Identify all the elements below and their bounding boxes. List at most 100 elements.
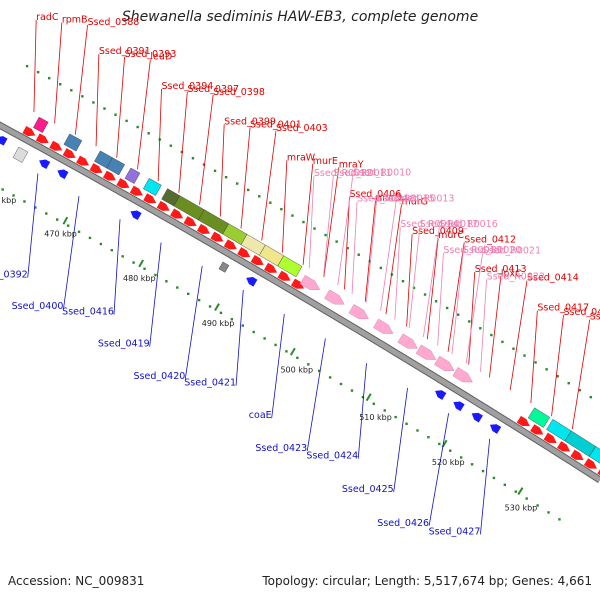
tick-dot [269,201,272,204]
callout-label: Ssed_0426 [377,518,429,529]
cds-reverse-arrow [39,159,51,169]
callout-line [261,130,277,241]
cds-reverse-arrow [453,401,465,412]
gene-block [218,261,230,273]
tick-dot [313,227,316,230]
gene-block [106,157,125,176]
tick-dot [339,382,343,386]
callout-label: Ssed_R0016 [439,219,497,230]
cds-reverse-arrow [0,136,8,146]
tick-dot [103,107,106,110]
tick-dot [291,214,294,217]
tick-dot [324,233,327,237]
tick-dot [394,415,397,419]
rrna-features [299,275,473,383]
callout-label: Ssed_R0015 [377,193,435,204]
rrna-arrow [397,333,418,349]
tick-dot [1,188,4,191]
callout-line [33,19,37,113]
tick-dot [449,449,452,452]
callout-label: Ssed_0428 [590,312,600,323]
tick-dot [372,402,376,405]
rrna-labels: Ssed_R0012Ssed_R0011Ssed_R0010Ssed_R0018… [308,168,545,372]
tick-dot [514,490,517,493]
cds-reverse-arrow [130,210,142,221]
tick-dot [423,293,427,296]
callout-label: Ssed_R0017 [420,219,478,230]
callout-label: Ssed_R0018 [357,193,415,204]
cds-forward-arrow [35,133,49,144]
callout-label: Ssed_0403 [276,123,328,134]
cds-forward-arrow [49,140,63,151]
cds-forward-arrow [76,155,90,166]
tick-dot [154,273,157,277]
callout-line [509,280,528,391]
tick-dot [59,83,62,86]
cds-forward-arrow [516,415,530,427]
tick-dot [328,376,332,379]
tick-dot [45,212,48,215]
callout-line [337,175,354,286]
tick-dot [445,306,449,310]
tick-dot [114,113,117,116]
forward-features [22,116,600,476]
tick-label: 500 kbp [280,366,313,375]
tick-dot [307,363,310,366]
tick-dot [346,246,349,250]
tick-label: 460 kbp [0,196,16,205]
cds-forward-arrow [156,200,170,211]
callout-label: mraW [287,152,316,163]
tick-dot [235,182,239,185]
callout-line [178,91,188,193]
map-title: Shewanella sediminis HAW-EB3, complete g… [121,9,479,25]
cds-reverse-arrow [57,169,69,180]
callout-line [240,127,251,229]
tick-dot [405,422,408,425]
callout-line [95,54,100,147]
callout-line [137,59,151,170]
callout-label: Ssed_R0019 [443,245,501,256]
rrna-arrow [373,318,394,334]
tick-dot [459,456,463,459]
callout-line [365,201,377,303]
cds-forward-arrow [183,216,197,227]
callout-label: Ssed_0425 [342,484,394,495]
callout-line [489,276,502,378]
cds-forward-arrow [102,170,116,181]
tick-dot [296,356,299,360]
callout-label: Ssed_0399 [224,116,276,127]
gene-block [527,407,551,428]
backbone [0,122,600,483]
tick-dot [121,255,124,258]
cds-reverse-arrow [435,390,447,400]
callout-label: Ssed_0413 [475,264,527,275]
cds-reverse-arrow [246,277,258,287]
cds-forward-arrow [129,185,143,196]
cds-forward-arrow [530,424,544,435]
callout-label: Ssed_0388 [88,17,140,28]
tick-dot [536,504,539,507]
tick-dot [88,236,92,240]
rrna-arrow [348,304,369,320]
callout-line [480,279,488,372]
callout-line [306,338,326,452]
callout-line [74,25,88,135]
callout-label: leuD [150,52,172,63]
callout-line [480,438,491,535]
callout-label: Ssed_R0013 [396,193,454,204]
tick-dot [368,260,371,263]
callout-label: Ssed_0423 [255,443,307,454]
major-tick [365,393,372,402]
tick-dot [361,395,365,399]
tick-dot [247,188,250,192]
cds-forward-arrow [22,126,36,137]
callout-line [199,94,214,205]
tick-dot [230,318,234,321]
accession-label: Accession: NC_009831 [8,574,145,588]
callout-label: mraY [339,159,364,170]
major-tick [289,347,296,356]
tick-dot [547,511,550,514]
gene-block [588,446,600,464]
callout-label: Ssed_0398 [213,87,265,98]
callout-label: murE [313,156,338,167]
